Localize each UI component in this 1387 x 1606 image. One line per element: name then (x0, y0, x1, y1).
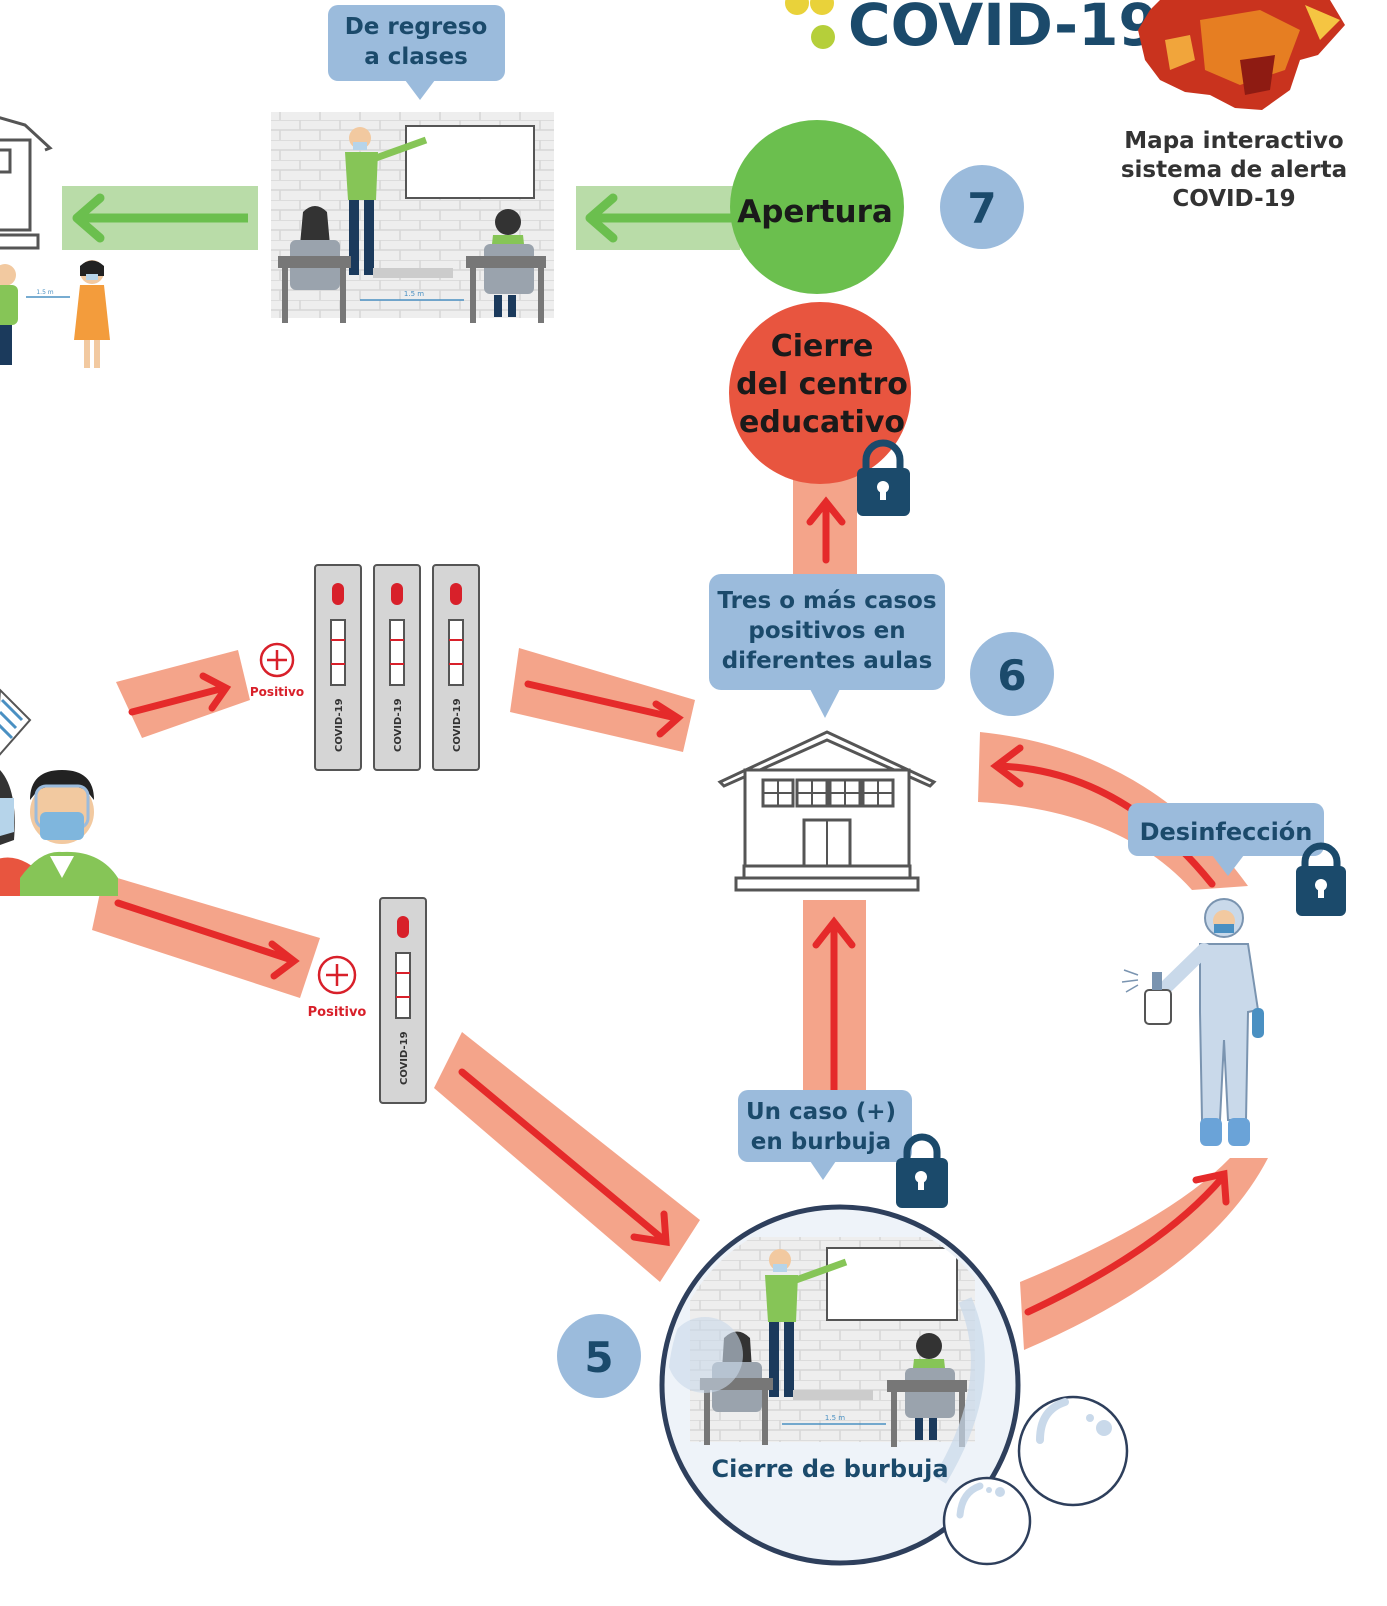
step-number-5-badge (557, 1314, 641, 1398)
one-case-line-2: en burbuja (751, 1129, 891, 1155)
classroom-illustration: 1.5 m (271, 112, 554, 323)
three-cases-line-1: Tres o más casos (717, 588, 936, 614)
map-caption-line-2: sistema de alerta (1121, 157, 1347, 183)
step-number-6-badge (970, 632, 1054, 716)
school-closure-line-2: del centro (736, 367, 908, 402)
classroom-illustration: 1.5 m (668, 1237, 985, 1484)
three-cases-bubble: Tres o más casos positivos en diferentes… (709, 574, 945, 718)
step-number-6: 6 (997, 651, 1026, 700)
positive-label: Positivo (250, 685, 304, 699)
test-label: COVID-19 (452, 698, 463, 752)
flow-arrow (510, 648, 695, 752)
three-cases-line-2: positivos en (748, 618, 905, 644)
step-number-7-badge (940, 165, 1024, 249)
disinfection-worker-illustration (1121, 898, 1264, 1146)
distance-label: 1.5 m (404, 290, 424, 298)
green-flow-arrow (62, 186, 258, 250)
arrow-up-icon (806, 496, 846, 564)
test-label: COVID-19 (393, 698, 404, 752)
back-to-class-line-1: De regreso (345, 14, 488, 40)
step-number-5: 5 (584, 1333, 613, 1382)
lock-icon (857, 439, 910, 516)
bubble-closure-label: Cierre de burbuja (711, 1455, 948, 1483)
opening-label: Apertura (737, 194, 893, 230)
three-cases-line-3: diferentes aulas (722, 648, 933, 674)
back-to-class-bubble: De regreso a clases (328, 5, 505, 100)
people-masks-illustration (0, 688, 118, 896)
step-number-7: 7 (967, 184, 996, 233)
lock-icon (1296, 842, 1346, 916)
school-building-icon (0, 116, 53, 250)
disinfection-bubble: Desinfección (1128, 803, 1324, 876)
flow-arrow (116, 650, 250, 738)
test-cassette-icon: COVID-19 (373, 564, 421, 771)
positive-label: Positivo (308, 1005, 367, 1020)
school-building-icon (717, 730, 937, 892)
disinfection-label: Desinfección (1140, 818, 1313, 846)
flow-arrow (1020, 1158, 1268, 1350)
test-cassette-icon: COVID-19 (379, 897, 427, 1104)
distance-label: 1.5 m (36, 289, 53, 296)
map-caption-line-1: Mapa interactivo (1124, 128, 1343, 154)
logo-dot-icon (810, 0, 834, 15)
test-cassette-icon: COVID-19 (432, 564, 480, 771)
map-caption-line-3: COVID-19 (1172, 186, 1295, 212)
back-to-class-line-2: a clases (364, 44, 468, 70)
distance-label: 1.5 m (825, 1414, 845, 1422)
covid-title: COVID-19 (848, 0, 1159, 59)
test-cassette-icon: COVID-19 (314, 564, 362, 771)
guatemala-map-icon[interactable] (1138, 0, 1345, 110)
school-closure-circle (729, 302, 911, 484)
opening-circle (730, 120, 904, 294)
soap-bubble-icon (942, 1476, 1032, 1566)
school-closure-line-1: Cierre (771, 329, 874, 364)
lock-icon (896, 1133, 948, 1208)
positive-plus-icon (317, 955, 357, 995)
test-label: COVID-19 (399, 1031, 410, 1085)
positive-plus-icon (259, 642, 295, 678)
flow-arrow (92, 874, 320, 998)
school-closure-line-3: educativo (739, 405, 905, 440)
children-distancing-illustration: 1.5 m (0, 260, 110, 368)
green-flow-arrow (576, 186, 740, 250)
one-case-bubble: Un caso (+) en burbuja (738, 1090, 912, 1180)
arrow-up-icon (812, 916, 856, 1094)
one-case-line-1: Un caso (+) (746, 1099, 896, 1125)
logo-dot-icon (811, 25, 835, 49)
soap-bubble-icon (1017, 1395, 1129, 1507)
covid-logo: COVID-19 (785, 0, 1159, 59)
logo-dot-icon (785, 0, 809, 15)
test-label: COVID-19 (334, 698, 345, 752)
flow-arrow (434, 1032, 700, 1282)
